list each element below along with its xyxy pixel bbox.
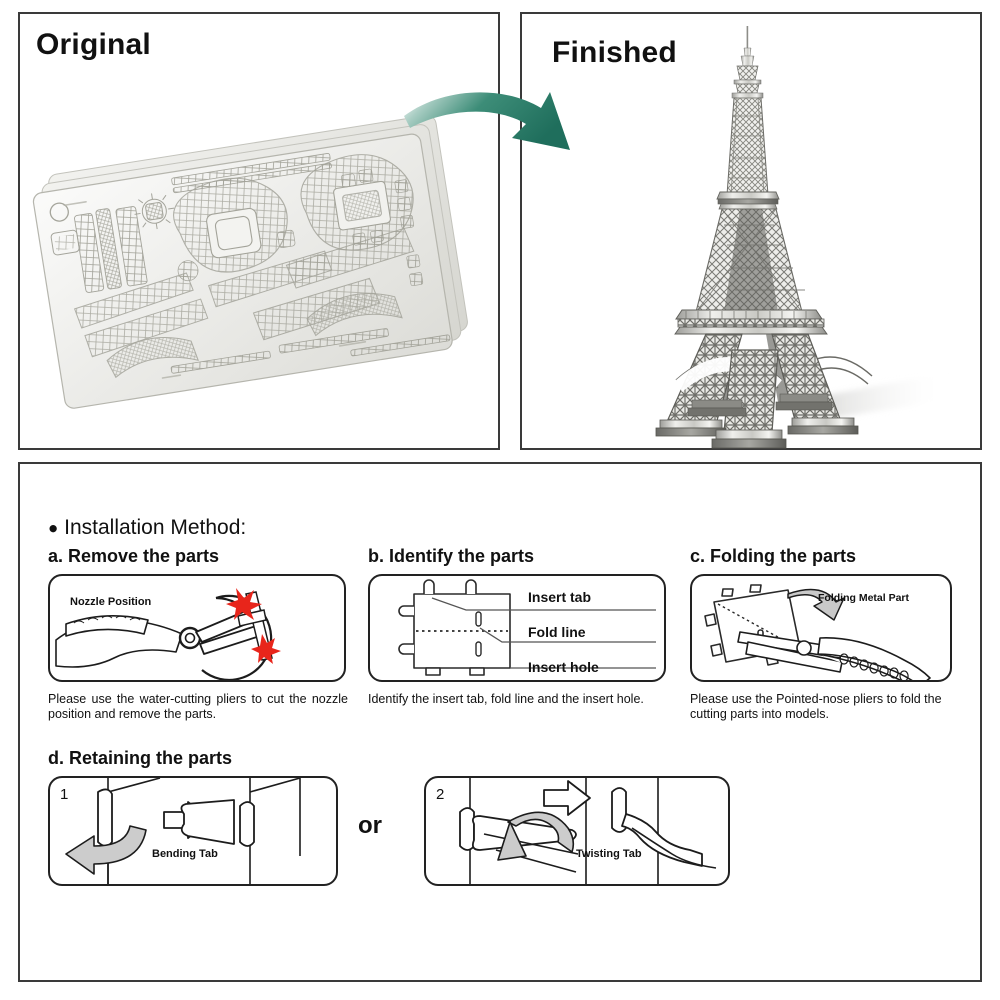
step-diagram-d2 [424,776,730,886]
installation-method-label: Installation Method: [64,516,247,539]
or-separator: or [358,812,382,839]
installation-method-heading: ● Installation Method: [48,516,246,540]
substep-number-2: 2 [436,786,445,803]
label-twisting-tab: Twisting Tab [576,848,642,860]
step-diagram-c [690,574,952,682]
eiffel-tower-image [620,20,950,450]
label-nozzle-position: Nozzle Position [70,596,152,608]
caption-step-a: Please use the water-cutting pliers to c… [48,692,348,722]
substep-number-1: 1 [60,786,69,803]
step-title-d: d. Retaining the parts [48,748,233,768]
caption-step-b: Identify the insert tab, fold line and t… [368,692,644,706]
label-folding-metal-part: Folding Metal Part [818,592,910,604]
step-title-c: c. Folding the parts [690,546,857,566]
label-insert-hole: Insert hole [528,659,599,675]
step-title-a: a. Remove the parts [48,546,220,566]
bullet-icon: ● [48,518,59,538]
label-bending-tab: Bending Tab [152,848,218,860]
caption-step-c: Please use the Pointed-nose pliers to fo… [690,692,942,722]
label-insert-tab: Insert tab [528,589,592,605]
step-diagram-d1 [48,776,338,886]
step-diagram-b [368,574,666,682]
metal-sheet-image [32,114,476,409]
panel-title-original: Original [36,28,151,61]
panel-instructions [18,462,982,982]
panel-title-finished: Finished [552,36,677,69]
transition-arrow-icon [400,80,600,160]
label-fold-line: Fold line [528,624,586,640]
step-diagram-a [48,574,346,682]
step-title-b: b. Identify the parts [368,546,535,566]
